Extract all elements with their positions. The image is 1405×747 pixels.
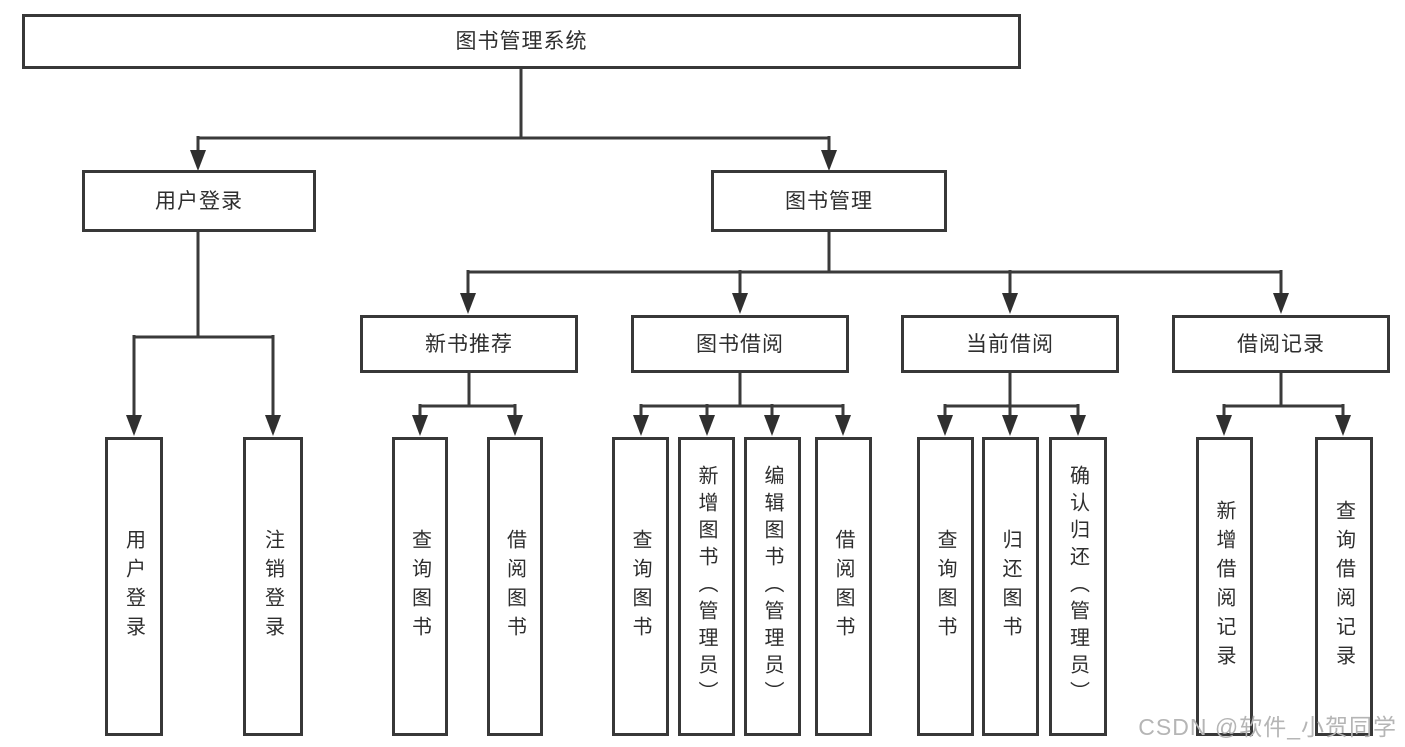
node-new-book-recommend: 新书推荐: [360, 315, 578, 373]
node-leaf-return-book: 归还图书: [982, 437, 1039, 736]
node-leaf-confirm-return-admin: 确认归还（管理员）: [1049, 437, 1107, 736]
connector-bookborrow-to-leaves: [633, 371, 851, 436]
connector-newbook-to-leaves: [412, 371, 523, 436]
connector-currentborrow-to-leaves: [937, 371, 1086, 436]
connector-userlogin-to-leaves: [126, 231, 281, 436]
node-leaf-logout-login: 注销登录: [243, 437, 303, 736]
node-current-borrow: 当前借阅: [901, 315, 1119, 373]
node-book-management: 图书管理: [711, 170, 947, 232]
node-leaf-add-borrow-record: 新增借阅记录: [1196, 437, 1253, 736]
connector-bookmgmt-to-level3: [460, 231, 1289, 314]
node-leaf-query-book-1: 查询图书: [392, 437, 448, 736]
node-leaf-add-book-admin: 新增图书（管理员）: [678, 437, 735, 736]
node-borrow-record: 借阅记录: [1172, 315, 1390, 373]
node-leaf-query-book-3: 查询图书: [917, 437, 974, 736]
node-leaf-edit-book-admin: 编辑图书（管理员）: [744, 437, 801, 736]
node-leaf-query-book-2: 查询图书: [612, 437, 669, 736]
connector-root-to-level2: [190, 67, 837, 171]
node-leaf-borrow-book-1: 借阅图书: [487, 437, 543, 736]
csdn-watermark: CSDN @软件_小贺同学: [1138, 714, 1397, 740]
node-leaf-borrow-book-2: 借阅图书: [815, 437, 872, 736]
connector-borrowrecord-to-leaves: [1216, 371, 1351, 436]
node-leaf-user-login: 用户登录: [105, 437, 163, 736]
node-leaf-query-borrow-record: 查询借阅记录: [1315, 437, 1373, 736]
node-root-system: 图书管理系统: [22, 14, 1021, 69]
node-user-login: 用户登录: [82, 170, 316, 232]
node-book-borrow: 图书借阅: [631, 315, 849, 373]
